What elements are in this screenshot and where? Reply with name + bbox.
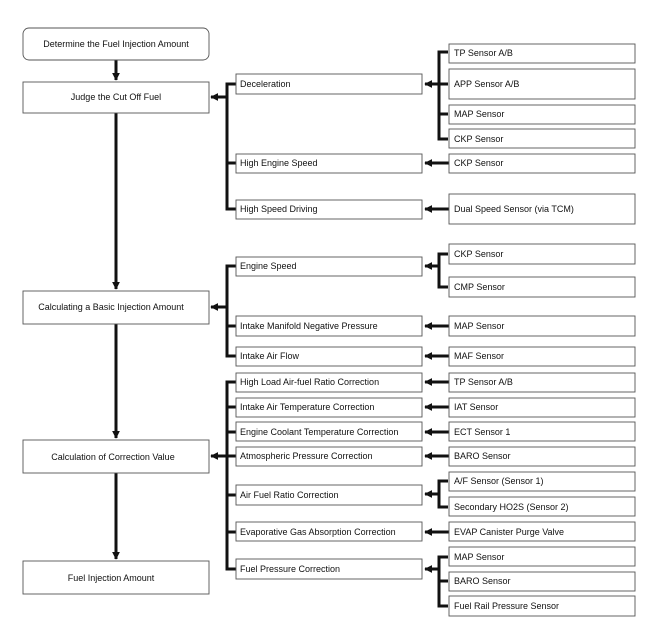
engine-speed-sensor-bracket — [437, 252, 448, 289]
step-correction-label: Calculation of Correction Value — [51, 452, 174, 462]
condition-boxes: Deceleration High Engine Speed High Spee… — [235, 73, 423, 580]
condition-high-engine-speed: High Engine Speed — [235, 153, 423, 174]
condition-evaporative-gas-absorption-correction: Evaporative Gas Absorption Correction — [235, 521, 423, 542]
sensor-tp-sensor-ab-high-load: TP Sensor A/B — [448, 372, 636, 393]
condition-evaporative-label: Evaporative Gas Absorption Correction — [240, 527, 396, 537]
condition-air-fuel-ratio-label: Air Fuel Ratio Correction — [240, 490, 339, 500]
sensor-ckp-sensor-high-engine-speed: CKP Sensor — [448, 153, 636, 174]
sensor-cmp-sensor: CMP Sensor — [448, 276, 636, 298]
sensor-label: BARO Sensor — [454, 576, 511, 586]
condition-high-speed-driving-label: High Speed Driving — [240, 204, 318, 214]
sensor-label: Dual Speed Sensor (via TCM) — [454, 204, 574, 214]
sensor-label: APP Sensor A/B — [454, 79, 519, 89]
condition-engine-coolant-temperature-correction: Engine Coolant Temperature Correction — [235, 421, 423, 442]
sensor-map-sensor-fuel-pressure: MAP Sensor — [448, 546, 636, 567]
condition-fuel-pressure-correction: Fuel Pressure Correction — [235, 558, 423, 580]
deceleration-sensor-bracket — [437, 50, 448, 141]
condition-atmospheric-label: Atmospheric Pressure Correction — [240, 451, 373, 461]
sensor-ckp-sensor: CKP Sensor — [448, 128, 636, 149]
sensor-fuel-rail-pressure-sensor: Fuel Rail Pressure Sensor — [448, 595, 636, 617]
sensor-label: Fuel Rail Pressure Sensor — [454, 601, 559, 611]
condition-engine-speed: Engine Speed — [235, 256, 423, 277]
condition-atmospheric-pressure-correction: Atmospheric Pressure Correction — [235, 446, 423, 467]
sensor-af-sensor-1: A/F Sensor (Sensor 1) — [448, 471, 636, 492]
sensor-baro-sensor-fuel-pressure: BARO Sensor — [448, 571, 636, 592]
air-fuel-ratio-sensor-bracket — [437, 479, 448, 509]
step-calculating-basic-injection-amount: Calculating a Basic Injection Amount — [22, 290, 210, 325]
basic-bracket — [225, 264, 236, 358]
sensor-label: TP Sensor A/B — [454, 377, 513, 387]
condition-high-load-air-fuel-ratio-correction: High Load Air-fuel Ratio Correction — [235, 372, 423, 393]
condition-intake-manifold-negative-pressure: Intake Manifold Negative Pressure — [235, 315, 423, 337]
sensor-app-sensor-ab: APP Sensor A/B — [448, 68, 636, 100]
step-cut-off-label: Judge the Cut Off Fuel — [71, 92, 161, 102]
sensor-label: Secondary HO2S (Sensor 2) — [454, 502, 569, 512]
sensor-label: MAP Sensor — [454, 109, 504, 119]
sensor-label: CKP Sensor — [454, 158, 503, 168]
sensor-maf-sensor: MAF Sensor — [448, 346, 636, 367]
correction-bracket — [225, 380, 236, 571]
sensor-ckp-sensor-engine-speed: CKP Sensor — [448, 243, 636, 265]
fuel-pressure-sensor-bracket — [437, 555, 448, 608]
sensor-label: MAP Sensor — [454, 552, 504, 562]
step-basic-label: Calculating a Basic Injection Amount — [38, 302, 184, 312]
step-fuel-injection-amount: Fuel Injection Amount — [22, 560, 210, 595]
condition-high-load-label: High Load Air-fuel Ratio Correction — [240, 377, 379, 387]
sensor-map-sensor-intake-manifold: MAP Sensor — [448, 315, 636, 337]
sensor-label: CKP Sensor — [454, 134, 503, 144]
condition-air-fuel-ratio-correction: Air Fuel Ratio Correction — [235, 484, 423, 506]
condition-high-engine-speed-label: High Engine Speed — [240, 158, 318, 168]
step-result-label: Fuel Injection Amount — [68, 573, 155, 583]
step-judge-cut-off-fuel: Judge the Cut Off Fuel — [22, 81, 210, 114]
condition-intake-manifold-label: Intake Manifold Negative Pressure — [240, 321, 378, 331]
condition-deceleration: Deceleration — [235, 73, 423, 95]
sensor-evap-canister-purge-valve: EVAP Canister Purge Valve — [448, 521, 636, 542]
sensor-dual-speed-sensor: Dual Speed Sensor (via TCM) — [448, 193, 636, 225]
step-determine-label: Determine the Fuel Injection Amount — [43, 39, 189, 49]
condition-intake-air-temperature-correction: Intake Air Temperature Correction — [235, 397, 423, 418]
sensor-label: CKP Sensor — [454, 249, 503, 259]
sensor-secondary-ho2s: Secondary HO2S (Sensor 2) — [448, 496, 636, 517]
sensor-label: EVAP Canister Purge Valve — [454, 527, 564, 537]
sensor-label: MAP Sensor — [454, 321, 504, 331]
sensor-label: A/F Sensor (Sensor 1) — [454, 476, 544, 486]
sensor-label: ECT Sensor 1 — [454, 427, 510, 437]
condition-high-speed-driving: High Speed Driving — [235, 199, 423, 220]
sensor-baro-sensor: BARO Sensor — [448, 446, 636, 467]
sensor-label: TP Sensor A/B — [454, 48, 513, 58]
sensor-label: IAT Sensor — [454, 402, 498, 412]
cutoff-bracket — [225, 82, 236, 211]
condition-deceleration-label: Deceleration — [240, 79, 291, 89]
step-determine-fuel-injection-amount: Determine the Fuel Injection Amount — [22, 27, 210, 61]
condition-intake-air-flow-label: Intake Air Flow — [240, 351, 300, 361]
condition-coolant-temp-label: Engine Coolant Temperature Correction — [240, 427, 398, 437]
condition-fuel-pressure-label: Fuel Pressure Correction — [240, 564, 340, 574]
condition-intake-air-temp-label: Intake Air Temperature Correction — [240, 402, 374, 412]
sensor-label: CMP Sensor — [454, 282, 505, 292]
connector-lines — [112, 50, 449, 608]
sensor-map-sensor: MAP Sensor — [448, 104, 636, 125]
sensor-tp-sensor-ab: TP Sensor A/B — [448, 43, 636, 64]
sensor-iat-sensor: IAT Sensor — [448, 397, 636, 418]
sensor-ect-sensor-1: ECT Sensor 1 — [448, 421, 636, 442]
condition-intake-air-flow: Intake Air Flow — [235, 346, 423, 367]
sensor-label: MAF Sensor — [454, 351, 504, 361]
condition-engine-speed-label: Engine Speed — [240, 261, 297, 271]
step-calculation-of-correction-value: Calculation of Correction Value — [22, 439, 210, 474]
sensor-boxes: TP Sensor A/B APP Sensor A/B MAP Sensor … — [448, 43, 636, 617]
left-steps: Determine the Fuel Injection Amount Judg… — [22, 27, 210, 595]
sensor-label: BARO Sensor — [454, 451, 511, 461]
